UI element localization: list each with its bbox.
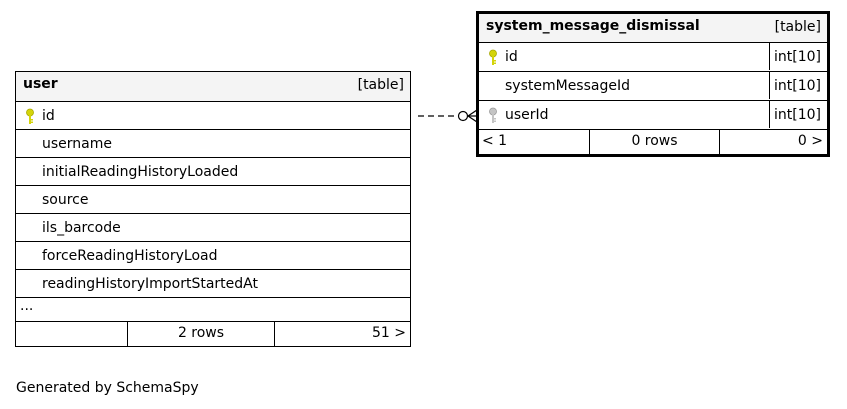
- more-columns-indicator: ...: [16, 298, 410, 322]
- table-system-message-dismissal[interactable]: system_message_dismissal [table] id int[…: [476, 11, 830, 157]
- column-row-id[interactable]: id: [16, 102, 410, 130]
- column-row-source[interactable]: source: [16, 186, 410, 214]
- table-kind: [table]: [774, 19, 821, 35]
- column-row-ils_barcode[interactable]: ils_barcode: [16, 214, 410, 242]
- column-row-username[interactable]: username: [16, 130, 410, 158]
- footer-parents-count[interactable]: [16, 322, 127, 346]
- table-footer: 2 rows 51 >: [16, 322, 410, 346]
- column-row-userId[interactable]: userId int[10]: [479, 101, 827, 130]
- column-name: systemMessageId: [505, 78, 630, 94]
- column-type: int[10]: [769, 72, 827, 99]
- generated-by-caption: Generated by SchemaSpy: [16, 380, 199, 396]
- column-row-readingHistoryImportStartedAt[interactable]: readingHistoryImportStartedAt: [16, 270, 410, 298]
- column-row-systemMessageId[interactable]: systemMessageId int[10]: [479, 72, 827, 101]
- column-type: int[10]: [769, 43, 827, 70]
- column-name: forceReadingHistoryLoad: [42, 248, 218, 264]
- relationship-optional-marker: [457, 110, 469, 122]
- column-name: source: [42, 192, 89, 208]
- footer-children-count[interactable]: 51 >: [372, 325, 406, 341]
- column-name: initialReadingHistoryLoaded: [42, 164, 239, 180]
- table-header: user [table]: [16, 72, 410, 102]
- table-name: user: [23, 76, 58, 92]
- footer-children-count[interactable]: 0 >: [797, 133, 823, 149]
- footer-row-count: 0 rows: [589, 130, 720, 154]
- table-name: system_message_dismissal: [486, 18, 700, 34]
- footer-parents-count[interactable]: < 1: [482, 133, 508, 149]
- crowfoot-upper: [467, 109, 478, 117]
- crowfoot-lower: [467, 115, 478, 123]
- table-header: system_message_dismissal [table]: [479, 14, 827, 43]
- table-user[interactable]: user [table] id username initialReadingH…: [15, 71, 411, 347]
- footer-row-count: 2 rows: [127, 322, 275, 346]
- column-row-forceReadingHistoryLoad[interactable]: forceReadingHistoryLoad: [16, 242, 410, 270]
- primary-key-icon: [26, 108, 34, 124]
- column-name: id: [505, 49, 518, 65]
- table-footer: < 1 0 rows 0 >: [479, 130, 827, 154]
- column-name: ils_barcode: [42, 220, 121, 236]
- column-row-initialReadingHistoryLoaded[interactable]: initialReadingHistoryLoaded: [16, 158, 410, 186]
- column-type: int[10]: [769, 101, 827, 128]
- column-name: readingHistoryImportStartedAt: [42, 276, 258, 292]
- column-name: id: [42, 108, 55, 124]
- table-kind: [table]: [357, 77, 404, 93]
- foreign-key-icon: [489, 107, 497, 123]
- primary-key-icon: [489, 49, 497, 65]
- column-name: username: [42, 136, 112, 152]
- column-row-id[interactable]: id int[10]: [479, 43, 827, 72]
- column-name: userId: [505, 107, 549, 123]
